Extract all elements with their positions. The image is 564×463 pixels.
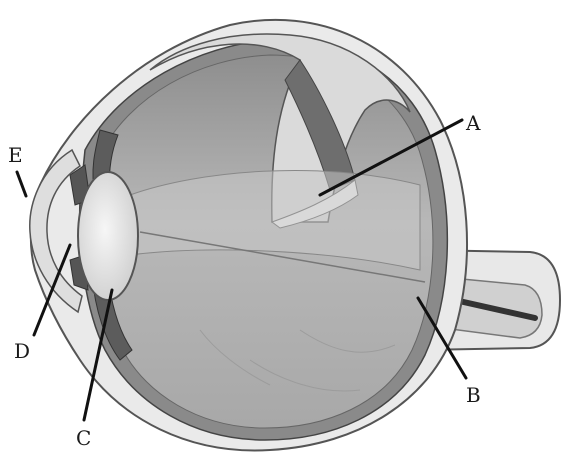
label-e: E bbox=[8, 143, 23, 167]
lens bbox=[78, 172, 138, 300]
label-a: A bbox=[465, 111, 481, 135]
leader-line-e bbox=[17, 172, 26, 196]
label-b: B bbox=[466, 383, 481, 407]
label-d: D bbox=[14, 339, 30, 363]
label-c: C bbox=[76, 426, 91, 450]
